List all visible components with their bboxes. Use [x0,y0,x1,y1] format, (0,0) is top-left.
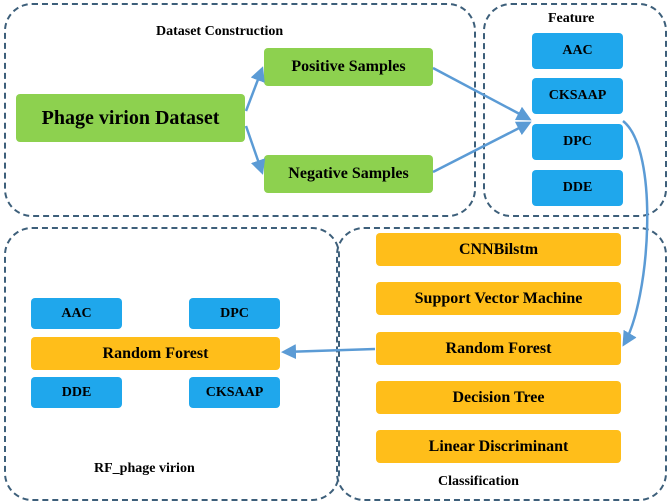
feature-dde-box: DDE [532,170,623,206]
arrow-positive-to-features [432,66,532,121]
classifier-svm-box: Support Vector Machine [376,282,621,315]
rf-aac-box: AAC [31,298,122,329]
rf-random-forest-box: Random Forest [31,337,280,370]
dataset-construction-panel [4,3,476,217]
classifier-random-forest-box: Random Forest [376,332,621,365]
feature-panel [483,3,667,217]
rf-dde-box: DDE [31,377,122,408]
rf-dpc-box: DPC [189,298,280,329]
rf-phage-virion-panel [4,227,340,501]
classification-title: Classification [438,474,519,489]
classification-panel [336,227,667,501]
feature-dpc-box: DPC [532,124,623,160]
classifier-linear-discriminant-box: Linear Discriminant [376,430,621,463]
negative-samples-box: Negative Samples [264,155,433,193]
classifier-decision-tree-box: Decision Tree [376,381,621,414]
phage-virion-dataset-box: Phage virion Dataset [16,94,245,142]
feature-title: Feature [548,11,595,26]
positive-samples-box: Positive Samples [264,48,433,86]
arrow-classification-to-rf [281,344,376,360]
feature-cksaap-box: CKSAAP [532,78,623,114]
classifier-cnnbilstm-box: CNNBilstm [376,233,621,266]
arrow-dataset-to-negative [244,125,266,175]
feature-aac-box: AAC [532,33,623,69]
rf-phage-virion-title: RF_phage virion [94,461,195,476]
arrow-features-to-classification [622,120,649,347]
dataset-construction-title: Dataset Construction [156,24,284,39]
rf-cksaap-box: CKSAAP [189,377,280,408]
arrow-dataset-to-positive [244,66,265,112]
arrow-negative-to-features [432,121,532,174]
